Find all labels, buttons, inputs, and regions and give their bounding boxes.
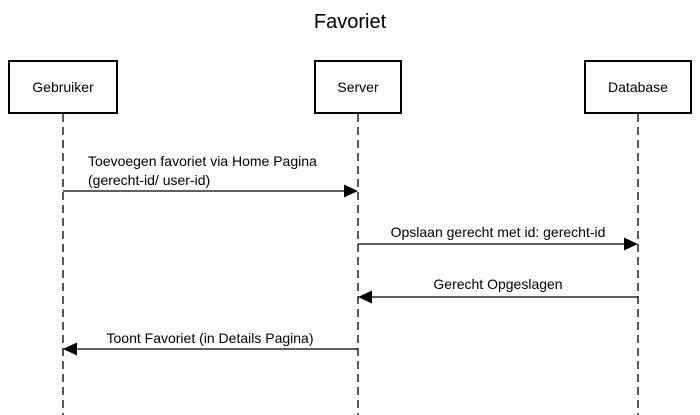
actor-label-server: Server [337, 79, 379, 95]
message-1-label-line-2: (gerecht-id/ user-id) [88, 172, 210, 188]
message-4-arrowhead [63, 342, 77, 356]
actor-label-database: Database [608, 79, 668, 95]
message-4-label: Toont Favoriet (in Details Pagina) [107, 330, 314, 346]
message-2-label: Opslaan gerecht met id: gerecht-id [391, 224, 606, 240]
message-3-label: Gerecht Opgeslagen [433, 276, 562, 292]
actor-box-gebruiker [8, 60, 118, 114]
actor-server: Server [314, 60, 402, 114]
message-2-arrowhead [624, 237, 638, 251]
actor-box-server [314, 60, 402, 114]
message-1-label-line-1: Toevoegen favoriet via Home Pagina [88, 153, 317, 169]
message-save-recipe: Opslaan gerecht met id: gerecht-id [358, 224, 638, 251]
message-add-favorite: Toevoegen favoriet via Home Pagina (gere… [63, 153, 358, 198]
actor-label-gebruiker: Gebruiker [32, 79, 94, 95]
actor-database: Database [584, 60, 692, 114]
message-1-arrowhead [344, 184, 358, 198]
message-3-arrowhead [358, 290, 372, 304]
diagram-title: Favoriet [314, 11, 387, 33]
actor-box-database [584, 60, 692, 114]
message-recipe-saved: Gerecht Opgeslagen [358, 276, 638, 304]
actor-gebruiker: Gebruiker [8, 60, 118, 114]
message-show-favorite: Toont Favoriet (in Details Pagina) [63, 330, 358, 356]
